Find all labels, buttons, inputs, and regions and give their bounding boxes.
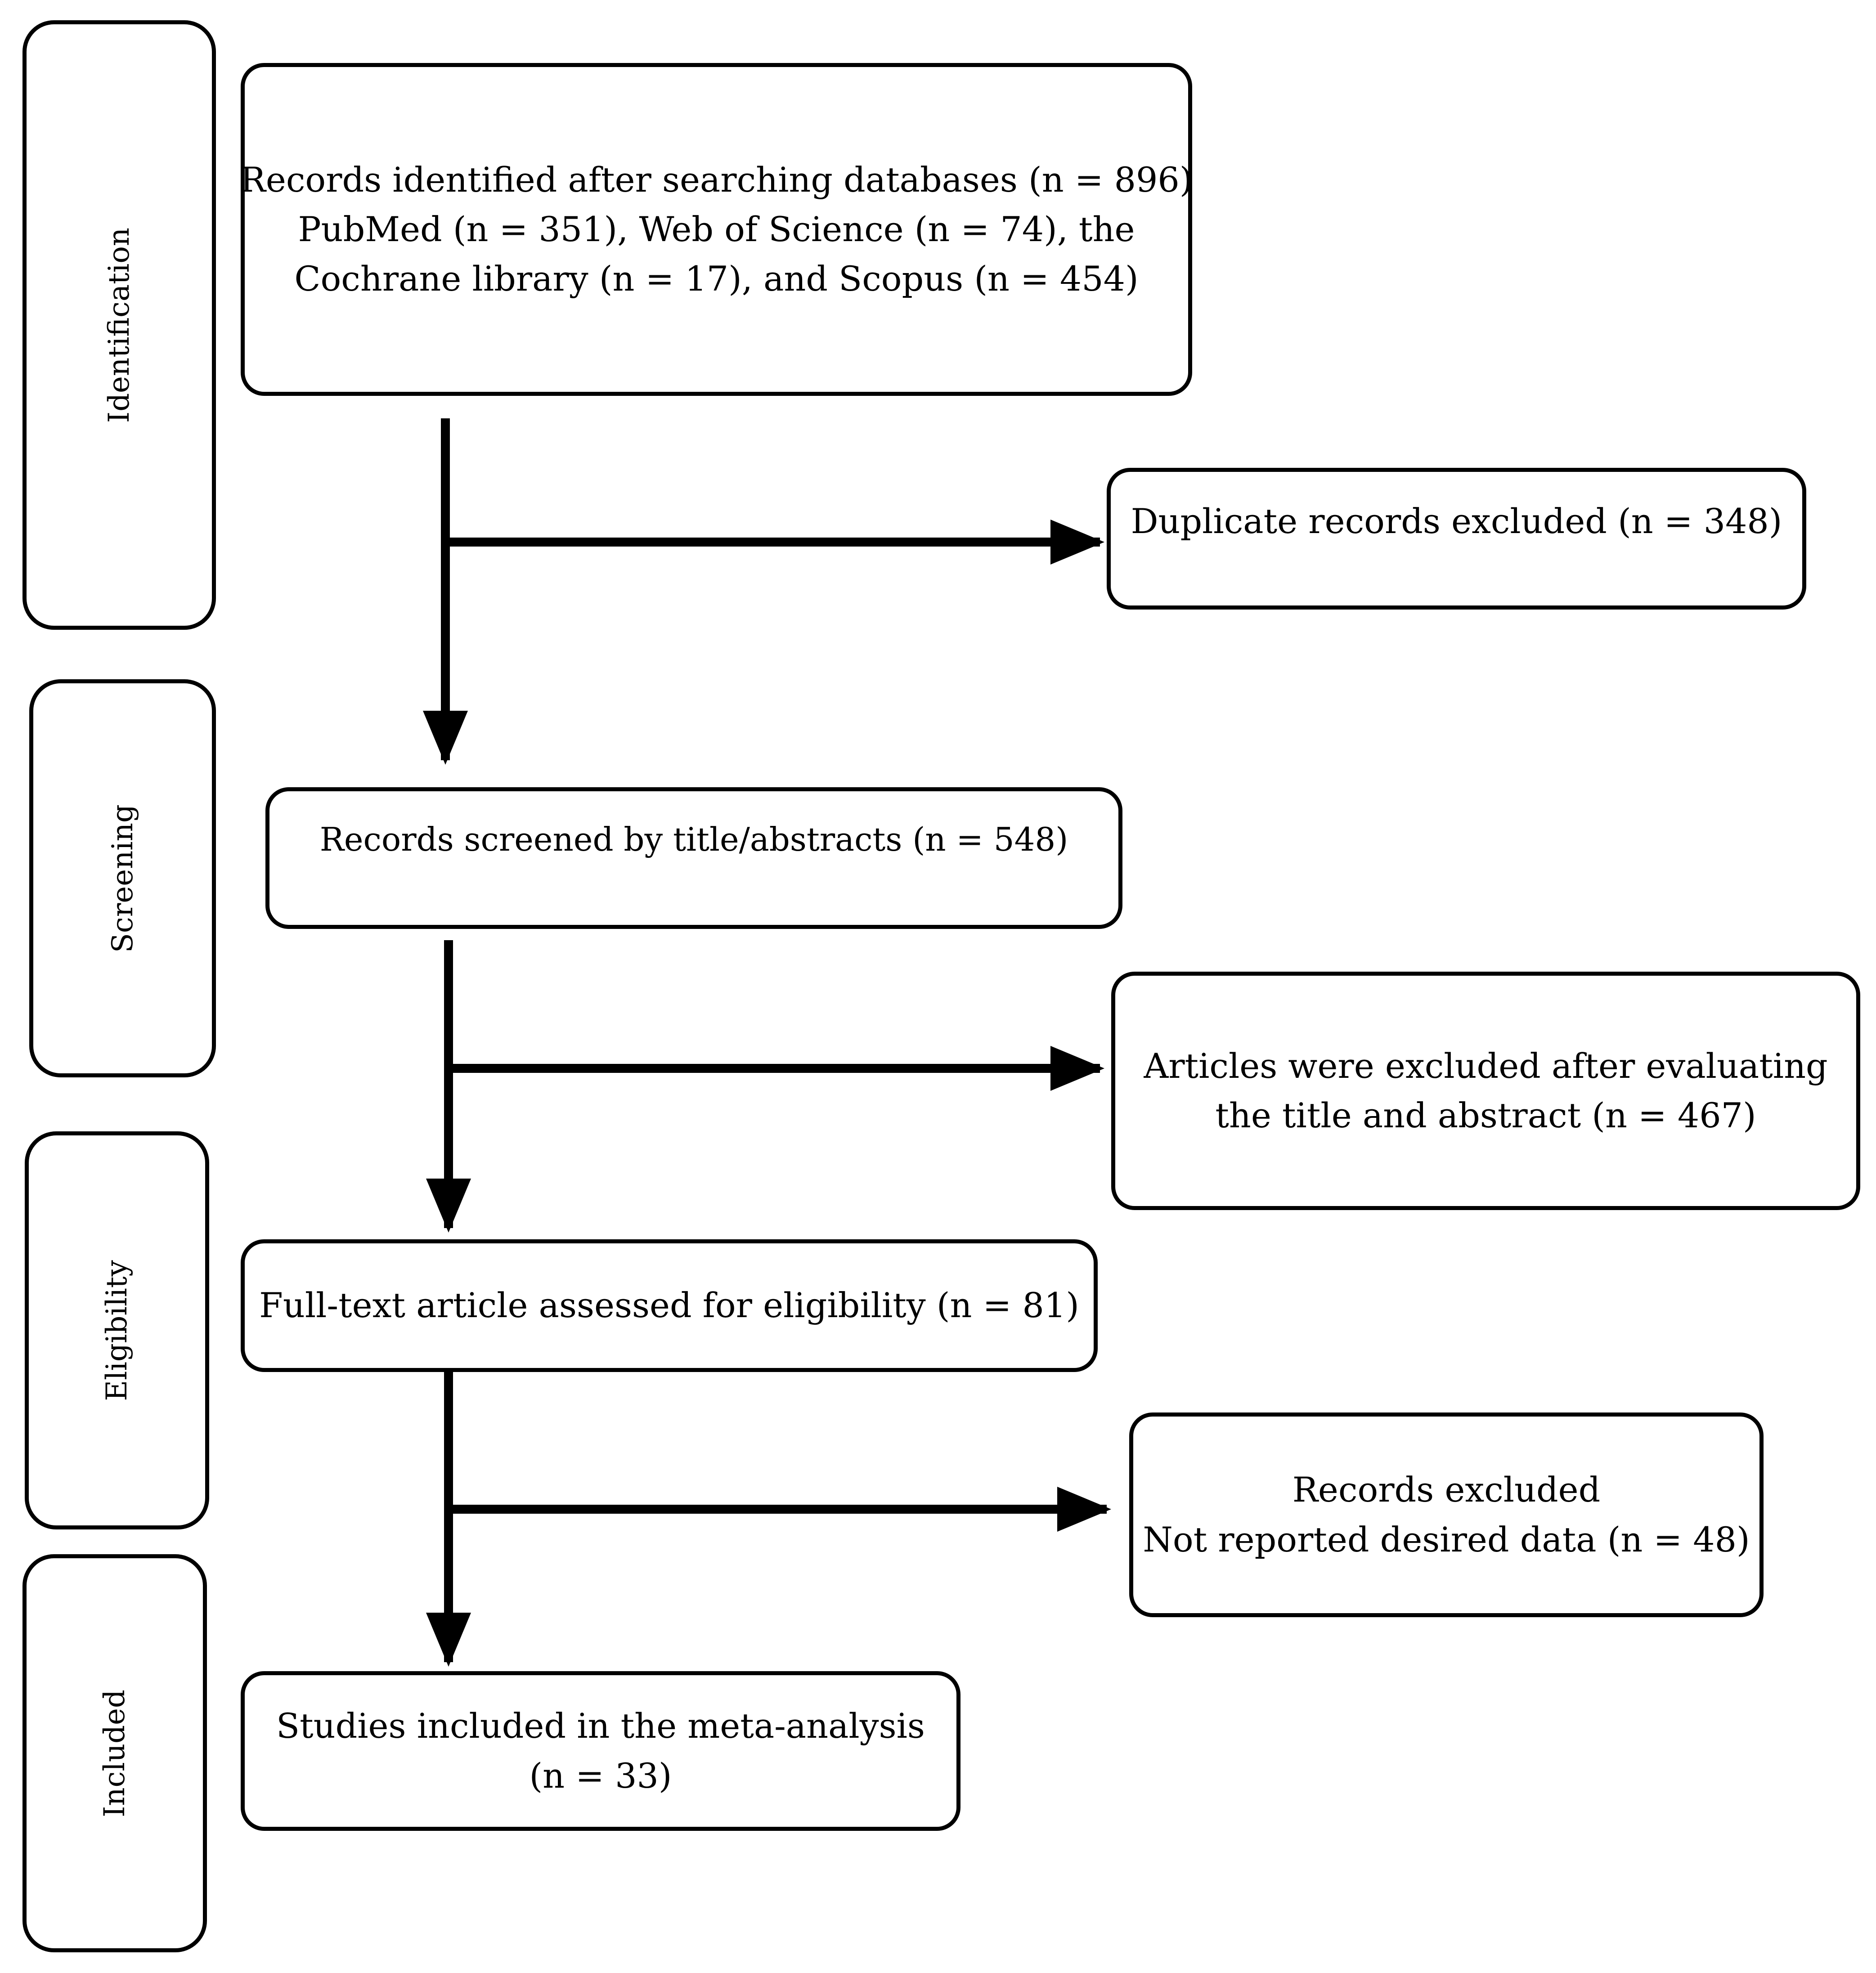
box-records-identified: Records identified after searching datab… [240, 63, 1193, 396]
excluded-title-abstract-line-2: the title and abstract (n = 467) [1215, 1095, 1756, 1135]
duplicates-excluded-line-1: Duplicate records excluded (n = 348) [1131, 501, 1782, 541]
records-identified-line-3: Cochrane library (n = 17), and Scopus (n… [294, 259, 1139, 299]
records-excluded-line-1: Records excluded [1292, 1470, 1601, 1510]
records-identified-line-2: PubMed (n = 351), Web of Science (n = 74… [298, 209, 1135, 249]
records-identified-line-1: Records identified after searching datab… [240, 159, 1193, 200]
records-excluded-line-2: Not reported desired data (n = 48) [1143, 1519, 1750, 1560]
box-records-screened: Records screened by title/abstracts (n =… [265, 787, 1122, 929]
box-duplicates-excluded: Duplicate records excluded (n = 348) [1107, 468, 1806, 610]
box-records-excluded: Records excluded Not reported desired da… [1129, 1412, 1764, 1617]
studies-included-line-1: Studies included in the meta-analysis [276, 1706, 925, 1746]
full-text-assessed-line-1: Full-text article assessed for eligibili… [259, 1285, 1079, 1326]
studies-included-line-2: (n = 33) [529, 1755, 672, 1796]
box-excluded-title-abstract: Articles were excluded after evaluating … [1111, 972, 1860, 1210]
box-studies-included: Studies included in the meta-analysis (n… [241, 1671, 960, 1831]
box-full-text-assessed: Full-text article assessed for eligibili… [241, 1239, 1098, 1372]
stage-included: Included [22, 1554, 207, 1952]
records-screened-line-1: Records screened by title/abstracts (n =… [319, 821, 1068, 858]
excluded-title-abstract-line-1: Articles were excluded after evaluating [1144, 1045, 1828, 1086]
stage-identification: Identification [22, 20, 216, 630]
stage-eligibility: Eligibility [25, 1131, 209, 1529]
stage-screening: Screening [29, 679, 216, 1077]
